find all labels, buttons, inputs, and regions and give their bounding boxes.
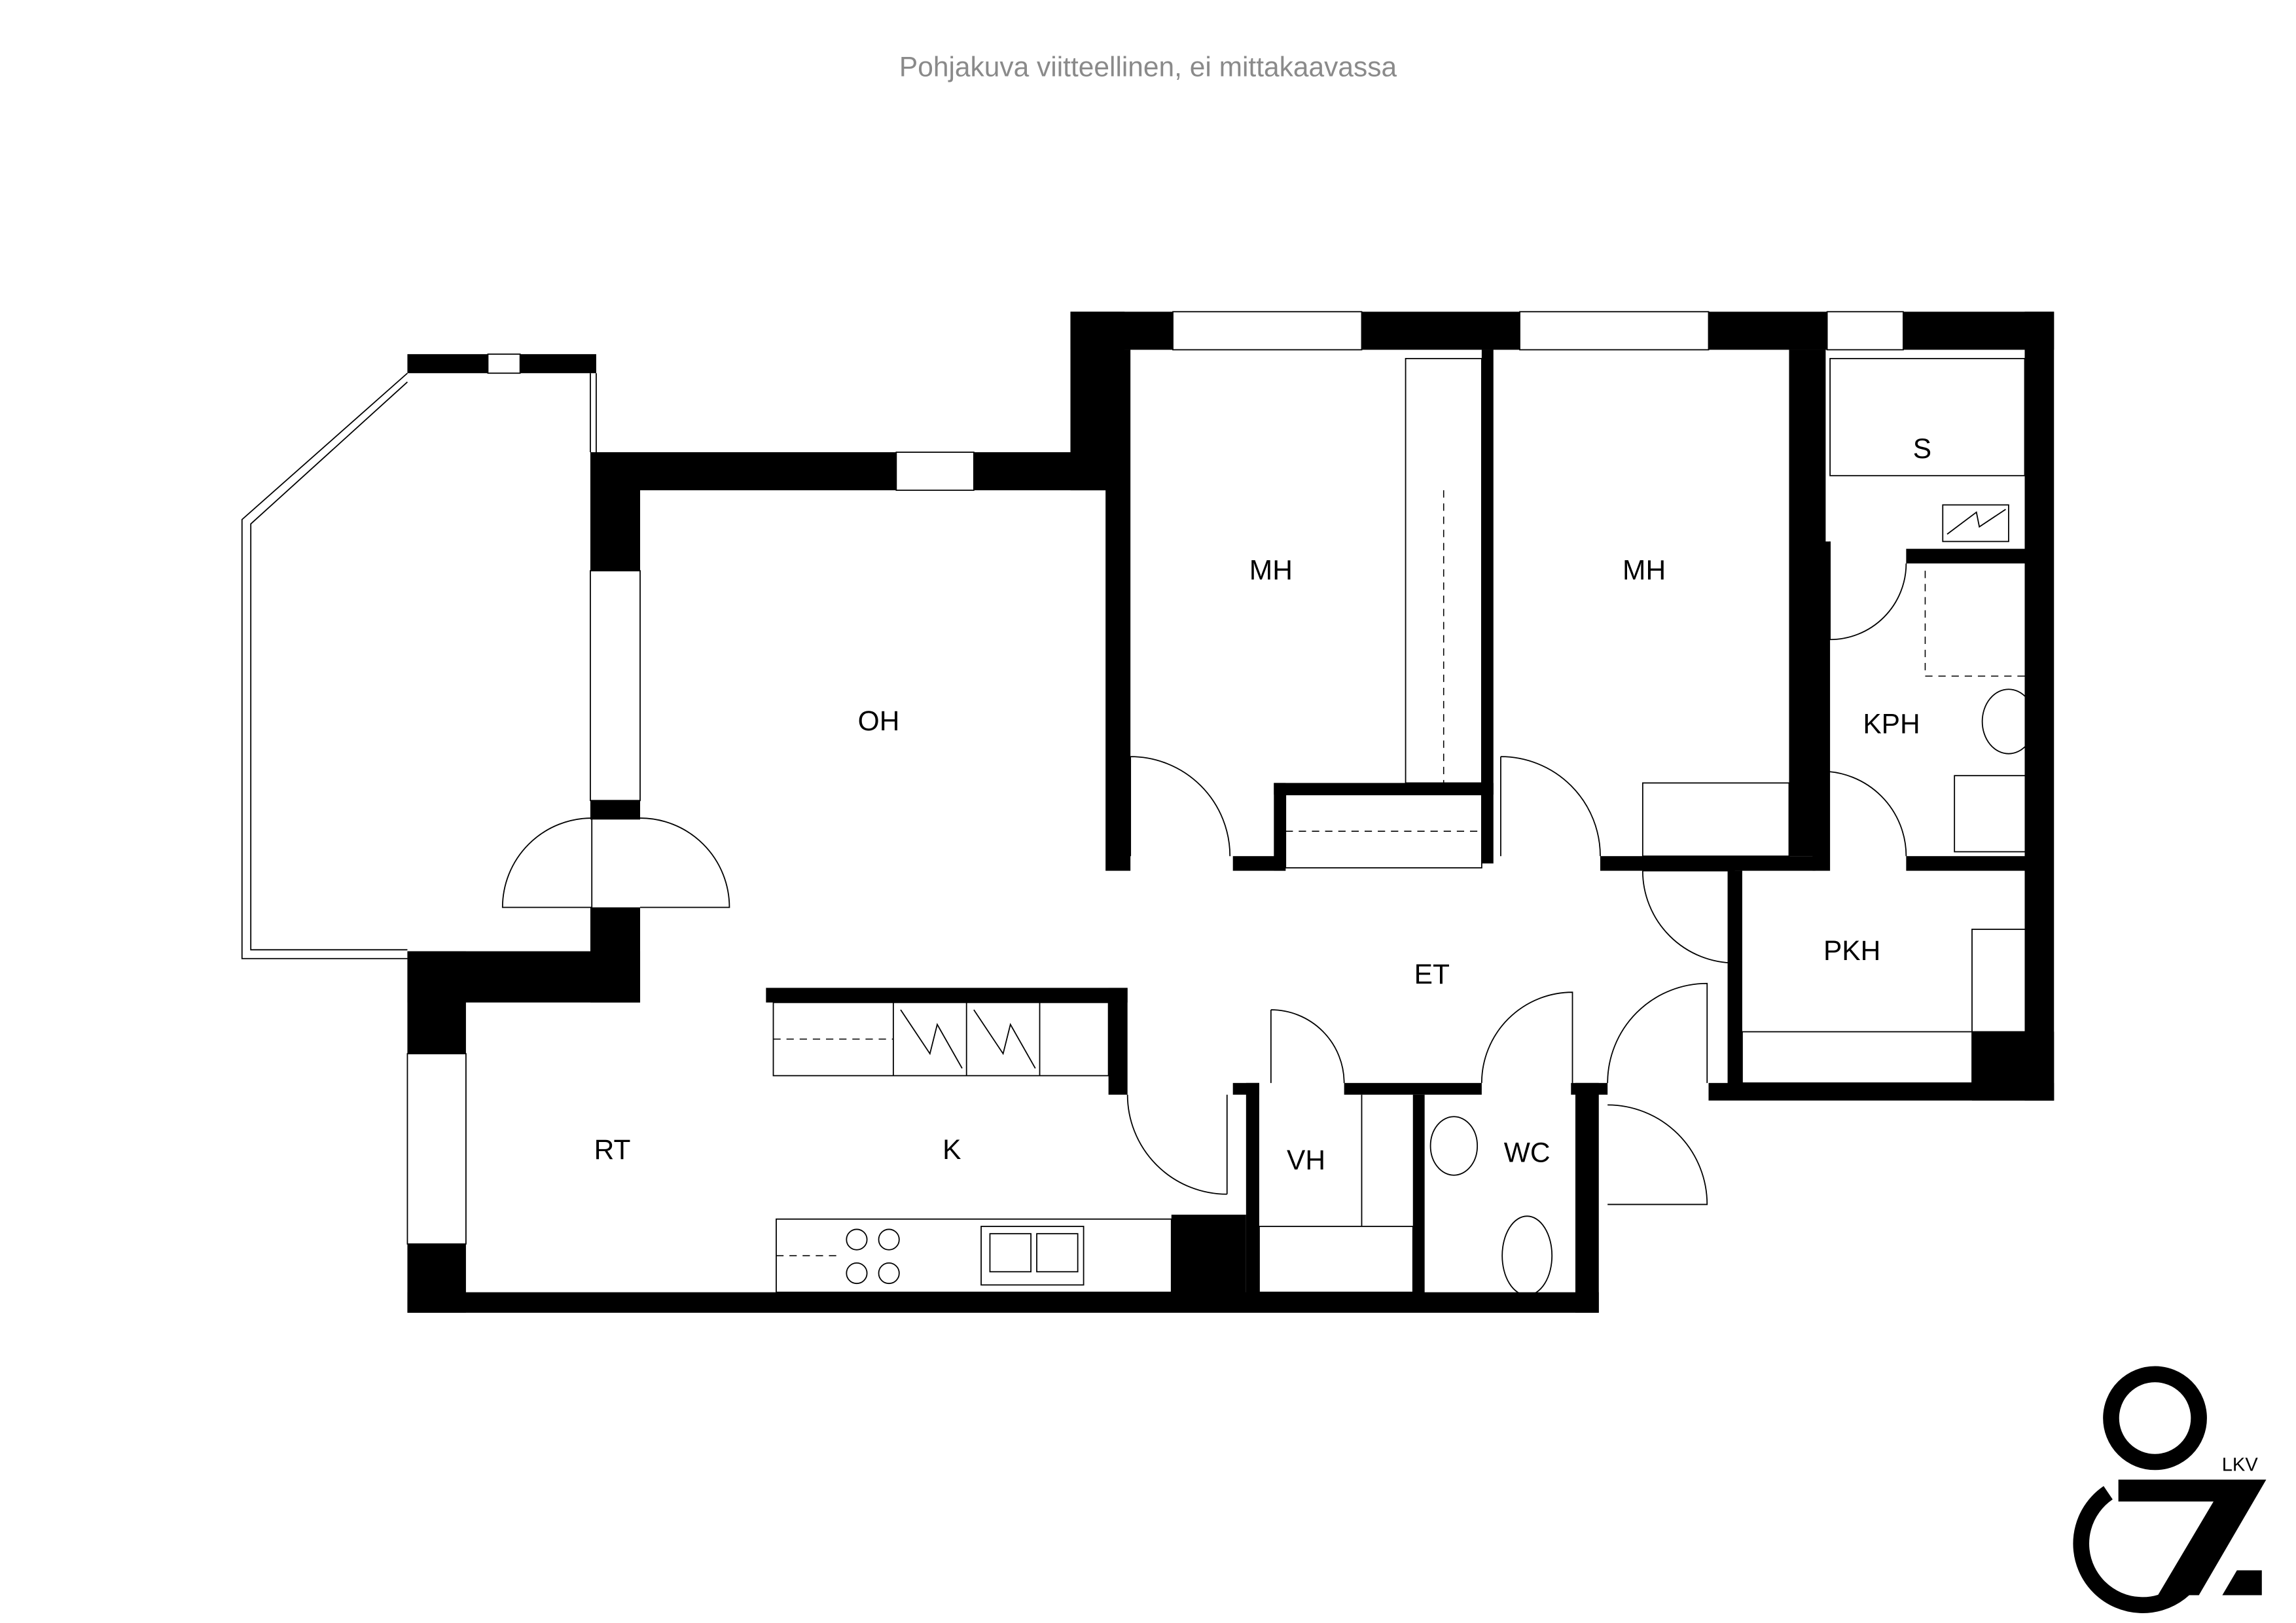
fixtures [772, 357, 2036, 1296]
room-label-kph: KPH [1863, 709, 1920, 740]
room-label-mh1: MH [1249, 556, 1293, 586]
windows [406, 311, 1904, 1245]
caption: Pohjakuva viitteellinen, ei mittakaavass… [899, 52, 1397, 82]
room-label-vh: VH [1287, 1145, 1325, 1176]
logo: LKV [2073, 1366, 2267, 1613]
room-label-mh2: MH [1623, 556, 1666, 586]
room-label-rt: RT [594, 1135, 631, 1166]
room-label-k: K [942, 1135, 961, 1166]
room-label-pkh: PKH [1823, 936, 1880, 967]
doors [501, 541, 1907, 1205]
walls [407, 312, 2054, 1313]
room-label-et: ET [1414, 959, 1450, 990]
room-label-s: S [1913, 434, 1931, 465]
room-label-oh: OH [858, 706, 900, 737]
room-label-wc: WC [1504, 1138, 1551, 1169]
room-labels: OH MH MH S KPH PKH ET RT K VH WC [594, 434, 1932, 1176]
logo-lkv: LKV [2222, 1454, 2259, 1475]
balcony [241, 353, 597, 959]
